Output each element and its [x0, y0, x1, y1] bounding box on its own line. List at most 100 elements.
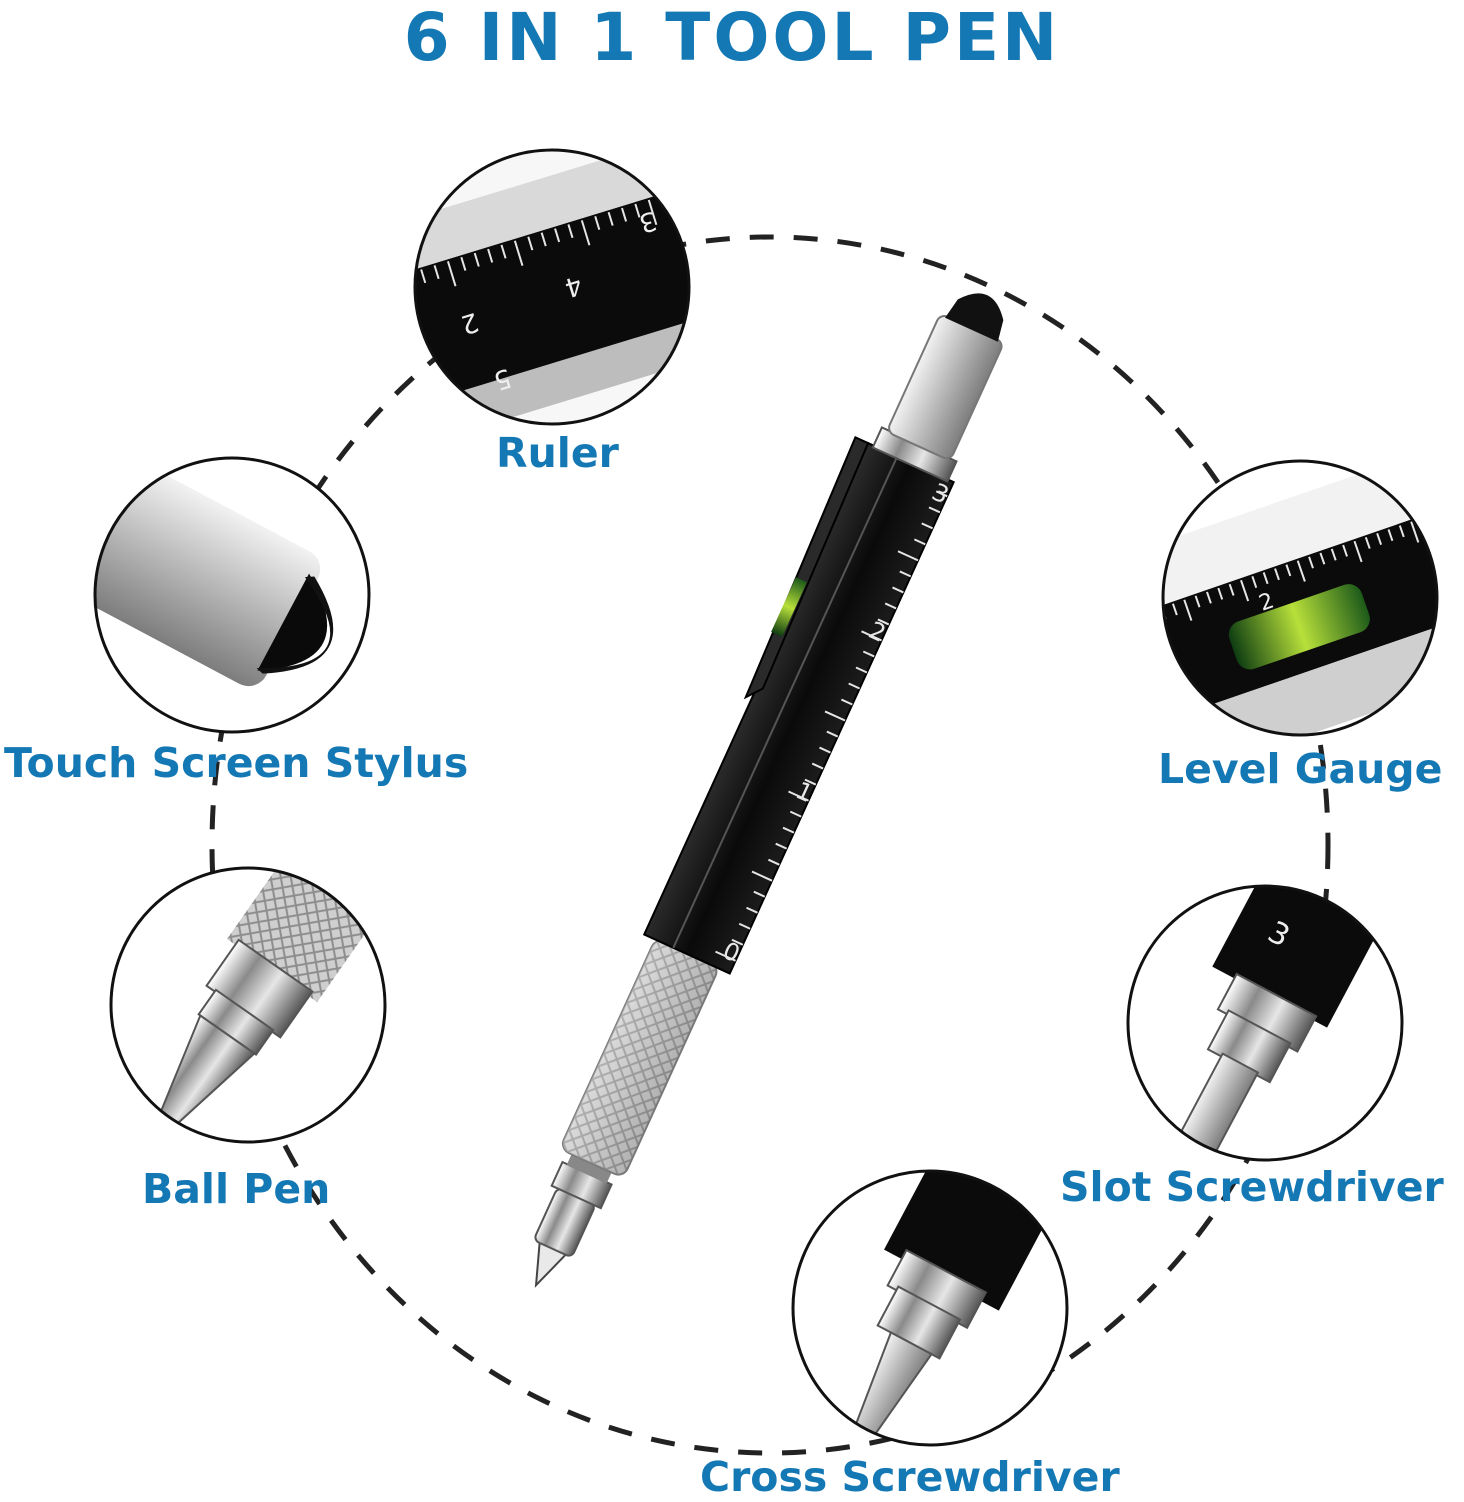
ruler-tick [826, 730, 839, 738]
ruler-tick [862, 650, 875, 658]
ruler-tick [487, 248, 494, 263]
ruler-tick [1319, 552, 1326, 565]
ruler-tick [554, 228, 561, 243]
ruler-tick [861, 630, 882, 642]
ruler-tick [848, 682, 861, 690]
ruler-tick [420, 269, 427, 284]
ruler-tick [804, 778, 817, 786]
ruler-tick [594, 215, 601, 230]
ruler-tick [381, 282, 389, 307]
ruler-tick [824, 710, 846, 722]
pen-main: 0 1 2 3 [534, 293, 1004, 1288]
ruler-tick [1228, 583, 1235, 596]
ruler-tick [789, 810, 802, 818]
ruler-tick [1296, 560, 1306, 582]
ruler-tick [1251, 576, 1258, 589]
ruler-tick [567, 224, 574, 239]
ruler-tick [647, 199, 658, 226]
ruler-tick [935, 490, 948, 498]
ruler-tick [782, 826, 795, 834]
ruler-tick [1432, 513, 1437, 526]
ruler-tick [788, 790, 809, 802]
ruler-tick [1387, 529, 1394, 542]
ruler-tick [634, 203, 641, 218]
ruler-tick [1445, 510, 1449, 521]
label-ball-pen: Ball Pen [142, 1165, 331, 1213]
ruler-tick [913, 538, 926, 546]
label-level-gauge: Level Gauge [1158, 745, 1443, 793]
label-cross-screwdriver: Cross Screwdriver [700, 1453, 1120, 1501]
pen-level-window [771, 577, 807, 637]
ruler-tick [840, 698, 853, 706]
ruler-tick [928, 506, 941, 514]
detail-ruler: 5 2 4 3 [381, 148, 691, 426]
ruler-tick [1262, 572, 1269, 585]
ruler-tick [892, 586, 904, 594]
ruler-tick [884, 602, 897, 610]
label-touch-screen-stylus: Touch Screen Stylus [4, 739, 469, 787]
ruler-tick [473, 252, 480, 267]
ruler-tick [1274, 568, 1280, 581]
ruler-tick [1421, 517, 1428, 530]
detail-level-gauge: 2 [1128, 459, 1449, 737]
ruler-tick [738, 922, 751, 930]
page-title: 6 IN 1 TOOL PEN [403, 0, 1061, 76]
ruler-tick [446, 261, 457, 287]
ruler-tick [1308, 556, 1314, 569]
ruler-tick [621, 207, 628, 222]
ruler-tick [768, 858, 780, 866]
ruler-tick [1376, 533, 1383, 546]
ruler-tick [1171, 603, 1178, 616]
ruler-tick [753, 890, 766, 898]
ruler-tick [540, 232, 547, 247]
label-ruler: Ruler [496, 429, 619, 477]
ruler-tick [1240, 579, 1250, 602]
ruler-tick [527, 236, 534, 251]
ruler-tick [811, 762, 824, 770]
ruler-tick [460, 256, 467, 271]
ruler-tick [394, 278, 398, 291]
detail-slot-screwdriver: 3 [1126, 884, 1404, 1162]
ruler-tick [1139, 615, 1143, 626]
pen-stylus-tip [945, 293, 1004, 342]
ruler-tick [1194, 595, 1201, 608]
ruler-tick [580, 220, 591, 246]
ruler-tick [715, 950, 736, 962]
ruler-tick [500, 244, 507, 259]
ruler-tick [607, 211, 614, 226]
dashed-connector-ring [209, 234, 1331, 1456]
pen-ruler-barrel [642, 441, 955, 975]
ruler-tick [1183, 599, 1193, 621]
ruler-tick [1410, 521, 1420, 543]
ruler-tick [1342, 544, 1348, 557]
ruler-tick [1285, 564, 1292, 577]
ruler-tick [1217, 587, 1224, 600]
ruler-tick [819, 746, 831, 754]
ruler-tick [513, 240, 524, 266]
ruler-tick [746, 906, 758, 914]
pen-ruler-ticks [715, 490, 948, 962]
ruler-tick [1353, 540, 1363, 563]
ruler-tick [877, 618, 890, 626]
detail-ballpoint [109, 866, 387, 1144]
ruler-tick [855, 666, 868, 674]
ruler-tick [1128, 619, 1135, 640]
label-slot-screwdriver: Slot Screwdriver [1060, 1163, 1444, 1211]
ruler-tick [921, 522, 934, 530]
ruler-tick [751, 870, 773, 882]
ruler-tick [1206, 591, 1212, 604]
ruler-tick [1330, 548, 1337, 561]
ruler-tick [1150, 611, 1154, 622]
detail-stylus [93, 456, 371, 734]
ruler-tick [674, 191, 681, 206]
detail-cross-screwdriver [791, 1169, 1069, 1447]
ruler-tick [1364, 536, 1371, 549]
ruler-tick [897, 550, 919, 562]
ruler-tick [899, 570, 912, 578]
ruler-tick [731, 938, 744, 946]
ruler-tick [408, 274, 412, 287]
ruler-tick [1398, 525, 1405, 538]
ruler-tick [775, 842, 788, 850]
ruler-tick [433, 265, 440, 280]
